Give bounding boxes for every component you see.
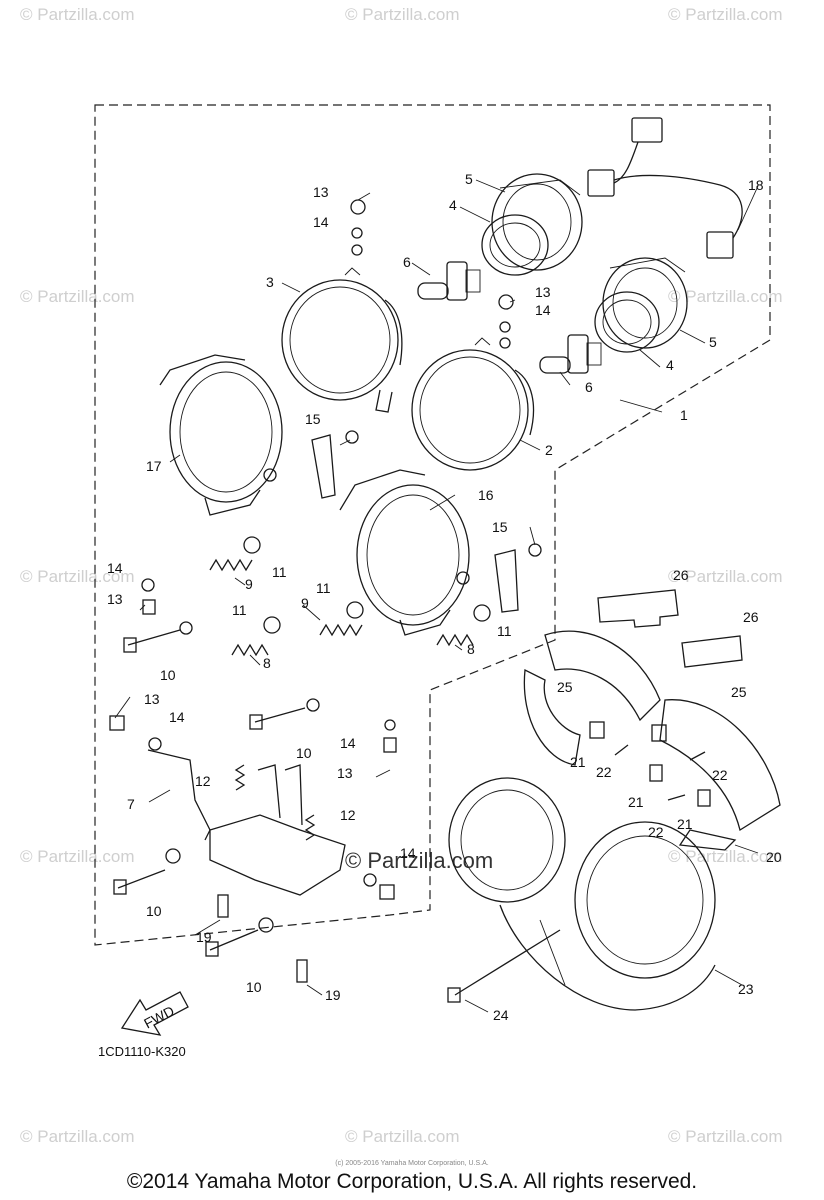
bulb-upper — [417, 261, 481, 301]
pads — [597, 589, 743, 668]
callout-label: 22 — [712, 767, 728, 783]
diagram-code: 1CD1110-K320 — [98, 1044, 186, 1059]
watermark: © Partzilla.com — [668, 1127, 783, 1146]
callout-label: 8 — [467, 641, 475, 657]
bracket-ring-left — [159, 354, 283, 516]
callout-label: 2 — [545, 442, 553, 458]
callout-label: 4 — [666, 357, 674, 373]
callout-label: 10 — [296, 745, 312, 761]
watermark: © Partzilla.com — [20, 847, 135, 866]
watermark: © Partzilla.com — [20, 5, 135, 24]
callout-label: 21 — [677, 816, 693, 832]
callout-label: 12 — [195, 773, 211, 789]
callout-label: 10 — [160, 667, 176, 683]
callout-label: 23 — [738, 981, 754, 997]
meter-case — [448, 777, 716, 1011]
callout-label: 22 — [596, 764, 612, 780]
callout-label: 11 — [272, 564, 287, 580]
screws-washers — [350, 199, 514, 349]
watermark: © Partzilla.com — [668, 567, 783, 586]
callout-label: 13 — [337, 765, 353, 781]
callout-label: 9 — [245, 576, 253, 592]
callout-label: 14 — [313, 214, 329, 230]
wiring-harness — [587, 117, 743, 259]
callout-label: 25 — [731, 684, 747, 700]
callout-label: 5 — [709, 334, 717, 350]
callout-label: 17 — [146, 458, 162, 474]
watermark: © Partzilla.com — [345, 1127, 460, 1146]
callout-label: 1 — [680, 407, 688, 423]
callout-label: 24 — [493, 1007, 509, 1023]
callout-label: 13 — [144, 691, 160, 707]
callout-label: 14 — [340, 735, 356, 751]
callout-label: 16 — [478, 487, 494, 503]
tiny-copyright: (c) 2005-2016 Yamaha Motor Corporation, … — [335, 1160, 489, 1167]
callout-label: 14 — [169, 709, 185, 725]
callout-label: 21 — [628, 794, 644, 810]
headlight-stay — [147, 749, 346, 896]
callout-label: 10 — [146, 903, 162, 919]
assembly-boundary — [94, 104, 771, 946]
callout-label: 19 — [325, 987, 341, 1003]
callout-label: 20 — [766, 849, 782, 865]
callout-label: 26 — [673, 567, 689, 583]
callout-label: 11 — [316, 580, 331, 596]
callout-label: 5 — [465, 171, 473, 187]
watermark: © Partzilla.com — [20, 1127, 135, 1146]
fwd-label: FWD — [141, 1002, 177, 1031]
copyright-notice: ©2014 Yamaha Motor Corporation, U.S.A. A… — [126, 1170, 698, 1193]
callout-label: 7 — [127, 796, 135, 812]
headlight-upper — [281, 267, 403, 413]
callout-label: 14 — [535, 302, 551, 318]
adjuster-plates — [311, 430, 542, 613]
clips — [589, 721, 711, 807]
bolts-19 — [217, 894, 308, 983]
springs — [209, 558, 474, 841]
watermark: © Partzilla.com — [20, 567, 135, 586]
callout-label: 12 — [340, 807, 356, 823]
callout-label: 6 — [403, 254, 411, 270]
bolts — [109, 578, 397, 957]
bracket-ring-right — [339, 469, 470, 636]
callout-label: 15 — [305, 411, 321, 427]
center-watermark: © Partzilla.com — [345, 848, 493, 873]
callout-label: 22 — [648, 824, 664, 840]
callout-label: 8 — [263, 655, 271, 671]
watermark: © Partzilla.com — [20, 287, 135, 306]
callout-label: 13 — [535, 284, 551, 300]
callout-label: 14 — [400, 845, 416, 861]
grommets — [243, 536, 491, 634]
callout-label: 14 — [107, 560, 123, 576]
watermark: © Partzilla.com — [345, 5, 460, 24]
callout-label: 11 — [232, 602, 247, 618]
watermarks: © Partzilla.com © Partzilla.com © Partzi… — [20, 5, 783, 1146]
callout-label: 15 — [492, 519, 508, 535]
watermark: © Partzilla.com — [668, 287, 783, 306]
callout-label: 21 — [570, 754, 586, 770]
callout-label: 4 — [449, 197, 457, 213]
bulb-lower — [539, 334, 602, 374]
callout-label: 10 — [246, 979, 262, 995]
callout-label: 13 — [107, 591, 123, 607]
fwd-arrow: FWD — [120, 991, 189, 1036]
leader-lines — [114, 179, 759, 1013]
callout-label: 6 — [585, 379, 593, 395]
callout-label: 18 — [748, 177, 764, 193]
headlight-lower — [411, 337, 535, 471]
callout-label: 19 — [196, 929, 212, 945]
callouts: 1 2 3 4 4 5 5 6 6 7 8 8 9 9 10 10 10 10 … — [107, 171, 782, 1023]
bulb-housing-upper — [481, 173, 583, 276]
callout-label: 11 — [497, 623, 512, 639]
callout-label: 13 — [313, 184, 329, 200]
callout-label: 9 — [301, 595, 309, 611]
bolt-24 — [447, 929, 561, 1003]
callout-label: 3 — [266, 274, 274, 290]
bulb-housing-lower — [594, 257, 688, 353]
callout-label: 25 — [557, 679, 573, 695]
watermark: © Partzilla.com — [668, 5, 783, 24]
callout-label: 26 — [743, 609, 759, 625]
